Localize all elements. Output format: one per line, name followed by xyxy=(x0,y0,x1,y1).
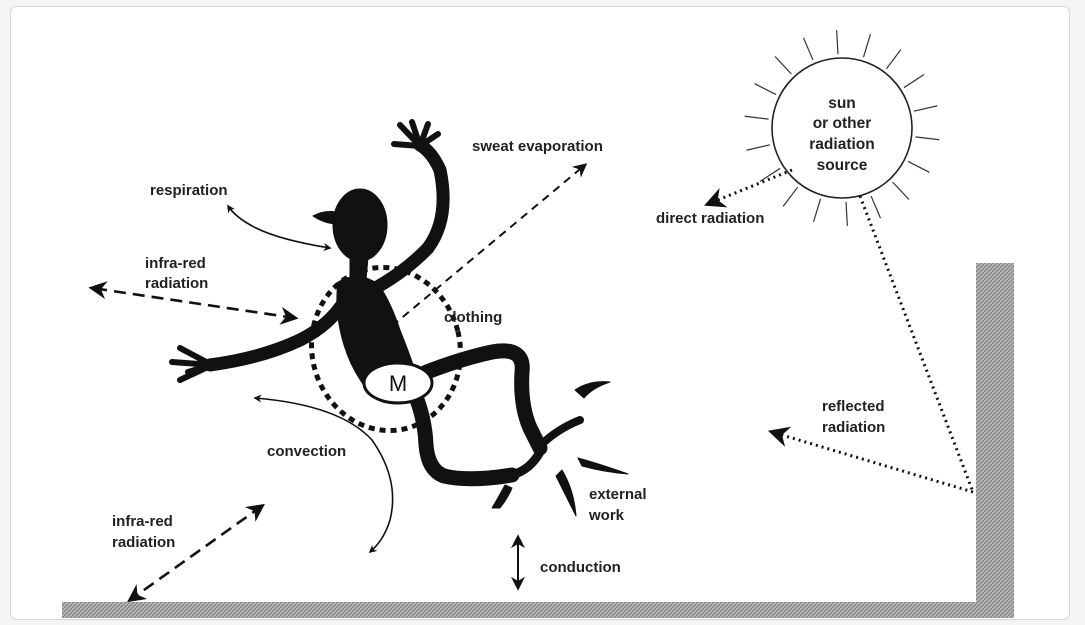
ground xyxy=(62,602,1012,618)
sun-ray xyxy=(885,49,902,70)
sun-ray xyxy=(903,73,925,89)
infra-red-bottom-label-1: infra-red xyxy=(112,513,173,530)
infra-red-top-label-2: radiation xyxy=(145,275,208,292)
sun-ray xyxy=(802,37,814,61)
convection-arrow xyxy=(253,394,394,554)
infra-red-bottom-arrow xyxy=(127,503,265,603)
sweat-evaporation-arrow xyxy=(391,163,588,327)
metabolism-ellipse xyxy=(362,361,434,405)
clothing-outline xyxy=(309,264,463,434)
sun xyxy=(744,30,940,226)
metabolism-label: M xyxy=(389,371,407,396)
sun-ray xyxy=(870,195,882,219)
human-figure xyxy=(169,119,629,517)
infra-red-top-label-1: infra-red xyxy=(145,255,206,272)
convection-label: convection xyxy=(267,443,346,460)
clothing-label: clothing xyxy=(444,309,502,326)
sun-ray xyxy=(915,136,940,141)
sun-ray xyxy=(845,201,848,226)
sun-ray xyxy=(836,30,839,55)
sun-label-1: sun xyxy=(828,95,856,112)
external-work-label-2: work xyxy=(588,507,625,524)
respiration-label: respiration xyxy=(150,182,228,199)
sun-ray xyxy=(746,144,771,151)
external-work-label-1: external xyxy=(589,486,647,503)
direct-radiation-label: direct radiation xyxy=(656,210,764,227)
sun-ray xyxy=(754,83,777,96)
conduction-label: conduction xyxy=(540,559,621,576)
infra-red-bottom-label-2: radiation xyxy=(112,534,175,551)
reflected-radiation-label-1: reflected xyxy=(822,398,885,415)
infra-red-top-arrow xyxy=(88,281,299,325)
sun-ray xyxy=(744,115,769,120)
sun-ray xyxy=(774,56,792,75)
reflected-radiation-label-2: radiation xyxy=(822,419,885,436)
sun-ray xyxy=(812,198,822,222)
respiration-arrow xyxy=(227,204,332,251)
wall xyxy=(976,263,1014,618)
direct-radiation-arrow xyxy=(704,168,793,208)
reflected-radiation-arrow xyxy=(767,426,974,494)
sun-ray xyxy=(759,167,781,183)
sun-ray xyxy=(782,186,799,207)
sweat-evaporation-label: sweat evaporation xyxy=(472,138,603,155)
sun-label-4: source xyxy=(817,157,868,174)
sun-ray xyxy=(913,105,938,112)
sun-label-2: or other xyxy=(813,115,872,132)
sun-label-3: radiation xyxy=(809,136,874,153)
sun-ray xyxy=(907,160,930,173)
sun-ray xyxy=(862,34,872,58)
sun-to-wall-ray xyxy=(858,195,975,493)
sun-ray xyxy=(892,181,910,200)
